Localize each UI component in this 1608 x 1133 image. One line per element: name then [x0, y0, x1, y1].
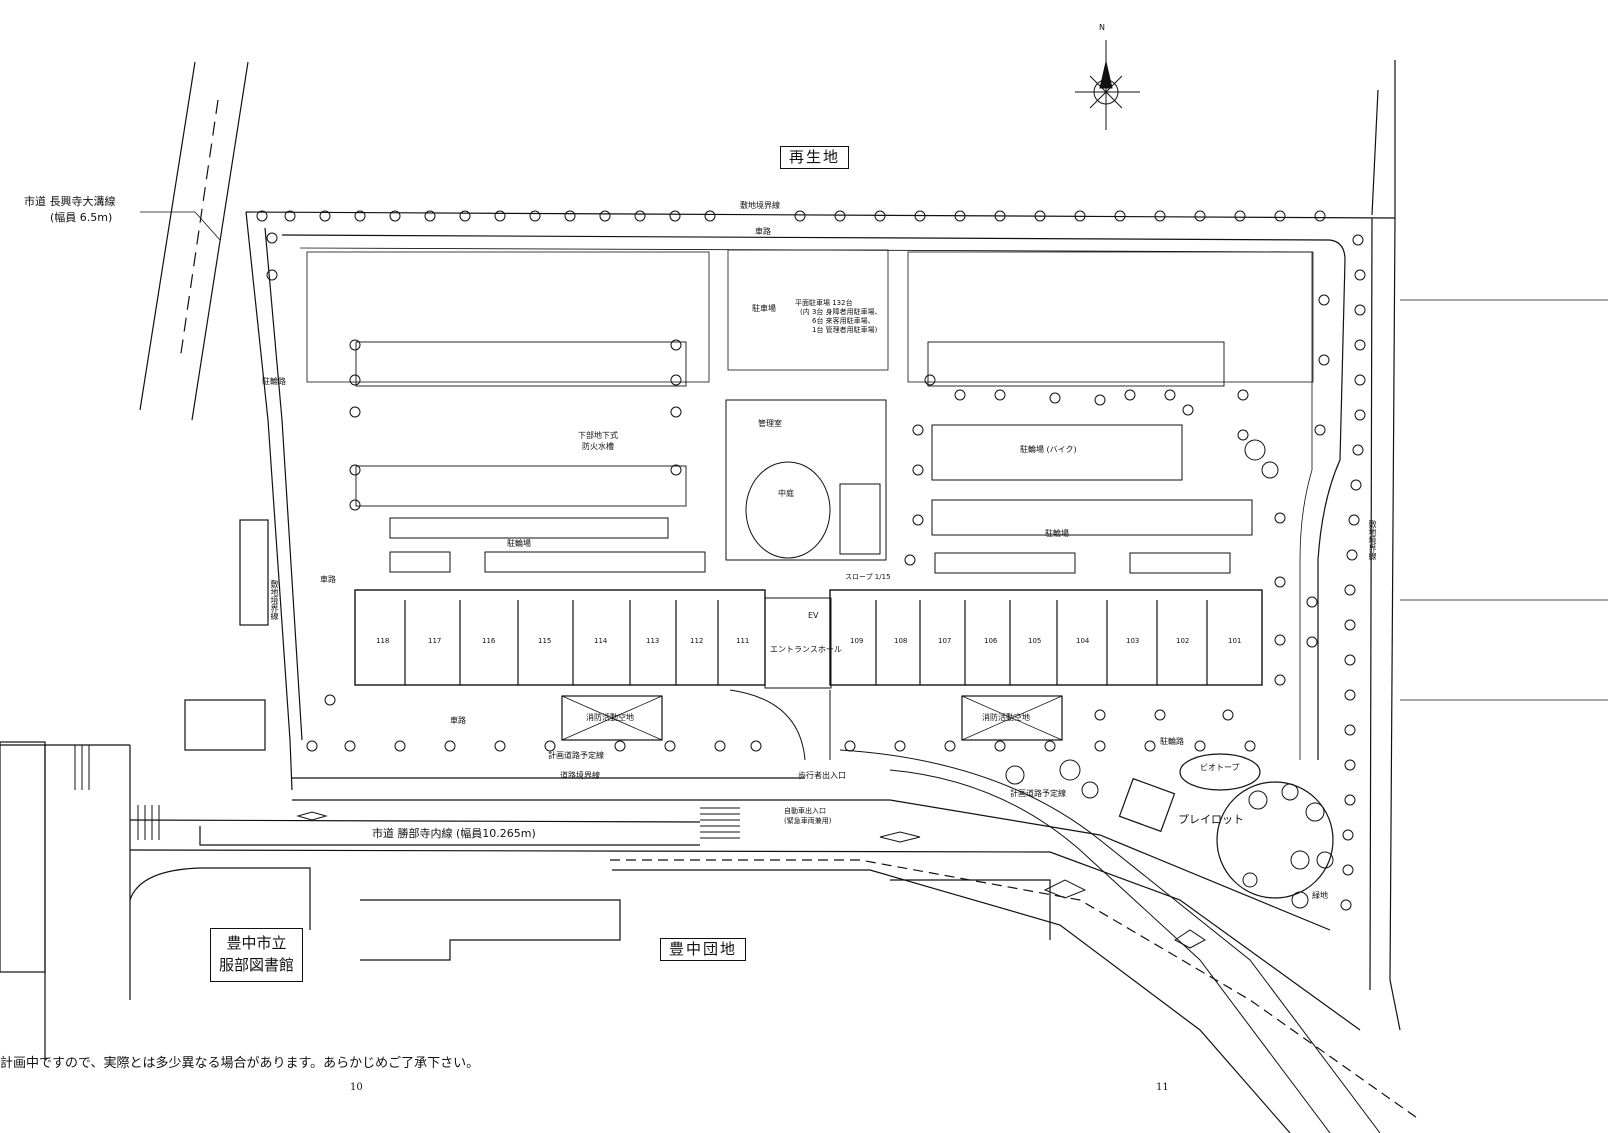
compass-rose-icon	[1075, 40, 1140, 130]
aisle-south-label: 車路	[450, 716, 466, 725]
car-entrance-label: 自動車出入口	[784, 807, 826, 815]
bike-path-east-label: 駐輪路	[1160, 737, 1184, 746]
city-road-south-label: 市道 勝部寺内線 (幅員10.265m)	[372, 827, 536, 840]
unit-number: 104	[1076, 637, 1090, 645]
unit-number: 109	[850, 637, 864, 645]
underground-tank-label-2: 防火水槽	[582, 442, 614, 451]
unit-number: 118	[376, 637, 390, 645]
unit-number: 103	[1126, 637, 1140, 645]
regeneration-land-label: 再生地	[780, 146, 850, 169]
courtyard-label: 中庭	[778, 489, 794, 498]
bike-path-west-label: 駐輪路	[262, 377, 286, 386]
boundary-east-label: 敷地境界線	[1368, 520, 1377, 560]
planned-road-east-label: 計画道路予定線	[1010, 789, 1066, 798]
unit-number: 116	[482, 637, 496, 645]
unit-number: 107	[938, 637, 952, 645]
planned-road-south-label: 計画道路予定線	[548, 751, 604, 760]
disclaimer-note: 計画中ですので、実際とは多少異なる場合があります。あらかじめご了承下さい。	[0, 1056, 480, 1071]
boundary-west-label: 敷地境界線	[270, 580, 279, 620]
unit-number: 117	[428, 637, 442, 645]
west-road-edge-1	[139, 61, 196, 411]
page-number-right: 11	[1156, 1082, 1169, 1093]
city-road-north-width: (幅員 6.5m)	[50, 211, 113, 224]
library-label: 豊中市立 服部図書館	[210, 928, 304, 982]
aisle-top-label: 車路	[755, 227, 771, 236]
underground-tank-label: 下部地下式	[578, 431, 618, 440]
lot-detail-2: 6台 来客用駐車場、	[812, 317, 875, 325]
green-area-label: 緑地	[1312, 891, 1328, 900]
lot-count-label: 平面駐車場 132台	[795, 299, 853, 307]
bicycle-parking-east-label: 駐輪場	[1045, 529, 1069, 538]
north-lot-label: 駐車場	[752, 304, 776, 313]
elevator-label: EV	[808, 611, 819, 620]
unit-number: 112	[690, 637, 704, 645]
unit-number: 113	[646, 637, 660, 645]
unit-number: 101	[1228, 637, 1242, 645]
unit-number: 102	[1176, 637, 1190, 645]
management-room-label: 管理室	[758, 419, 782, 428]
unit-number: 114	[594, 637, 608, 645]
housing-label: 豊中団地	[660, 938, 747, 961]
fire-space-west-label: 消防活動空地	[586, 713, 634, 722]
compass-north-letter: N	[1099, 23, 1105, 32]
bike-parking-label: 駐輪場 (バイク)	[1020, 445, 1077, 454]
page-number-left: 10	[350, 1082, 363, 1093]
car-entrance-note: (緊急車両兼用)	[784, 817, 832, 825]
library-label-line1: 豊中市立	[226, 934, 287, 952]
site-boundary	[245, 60, 1396, 219]
unit-number: 115	[538, 637, 552, 645]
road-boundary-label: 道路境界線	[560, 771, 600, 780]
biotope-label: ビオトープ	[1200, 763, 1240, 772]
entrance-hall-label: エントランスホール	[770, 645, 842, 654]
library-label-line2: 服部図書館	[219, 955, 295, 974]
fire-space-east-label: 消防活動空地	[982, 713, 1030, 722]
play-lot-label: プレイロット	[1178, 813, 1244, 826]
west-road-edge-2	[191, 61, 249, 421]
unit-number: 111	[736, 637, 750, 645]
pedestrian-entrance-label: 歩行者出入口	[798, 771, 846, 780]
lot-detail-1: (内 3台 身障者用駐車場、	[800, 308, 882, 316]
north-boundary-label: 敷地境界線	[740, 201, 780, 210]
city-road-north-label: 市道 長興寺大溝線	[24, 195, 116, 208]
lot-detail-3: 1台 管理者用駐車場)	[812, 326, 878, 334]
unit-number: 106	[984, 637, 998, 645]
aisle-west-label: 車路	[320, 575, 336, 584]
unit-number: 108	[894, 637, 908, 645]
slope-label: スロープ 1/15	[845, 573, 891, 581]
unit-number: 105	[1028, 637, 1042, 645]
bicycle-parking-west-label: 駐輪場	[507, 539, 531, 548]
